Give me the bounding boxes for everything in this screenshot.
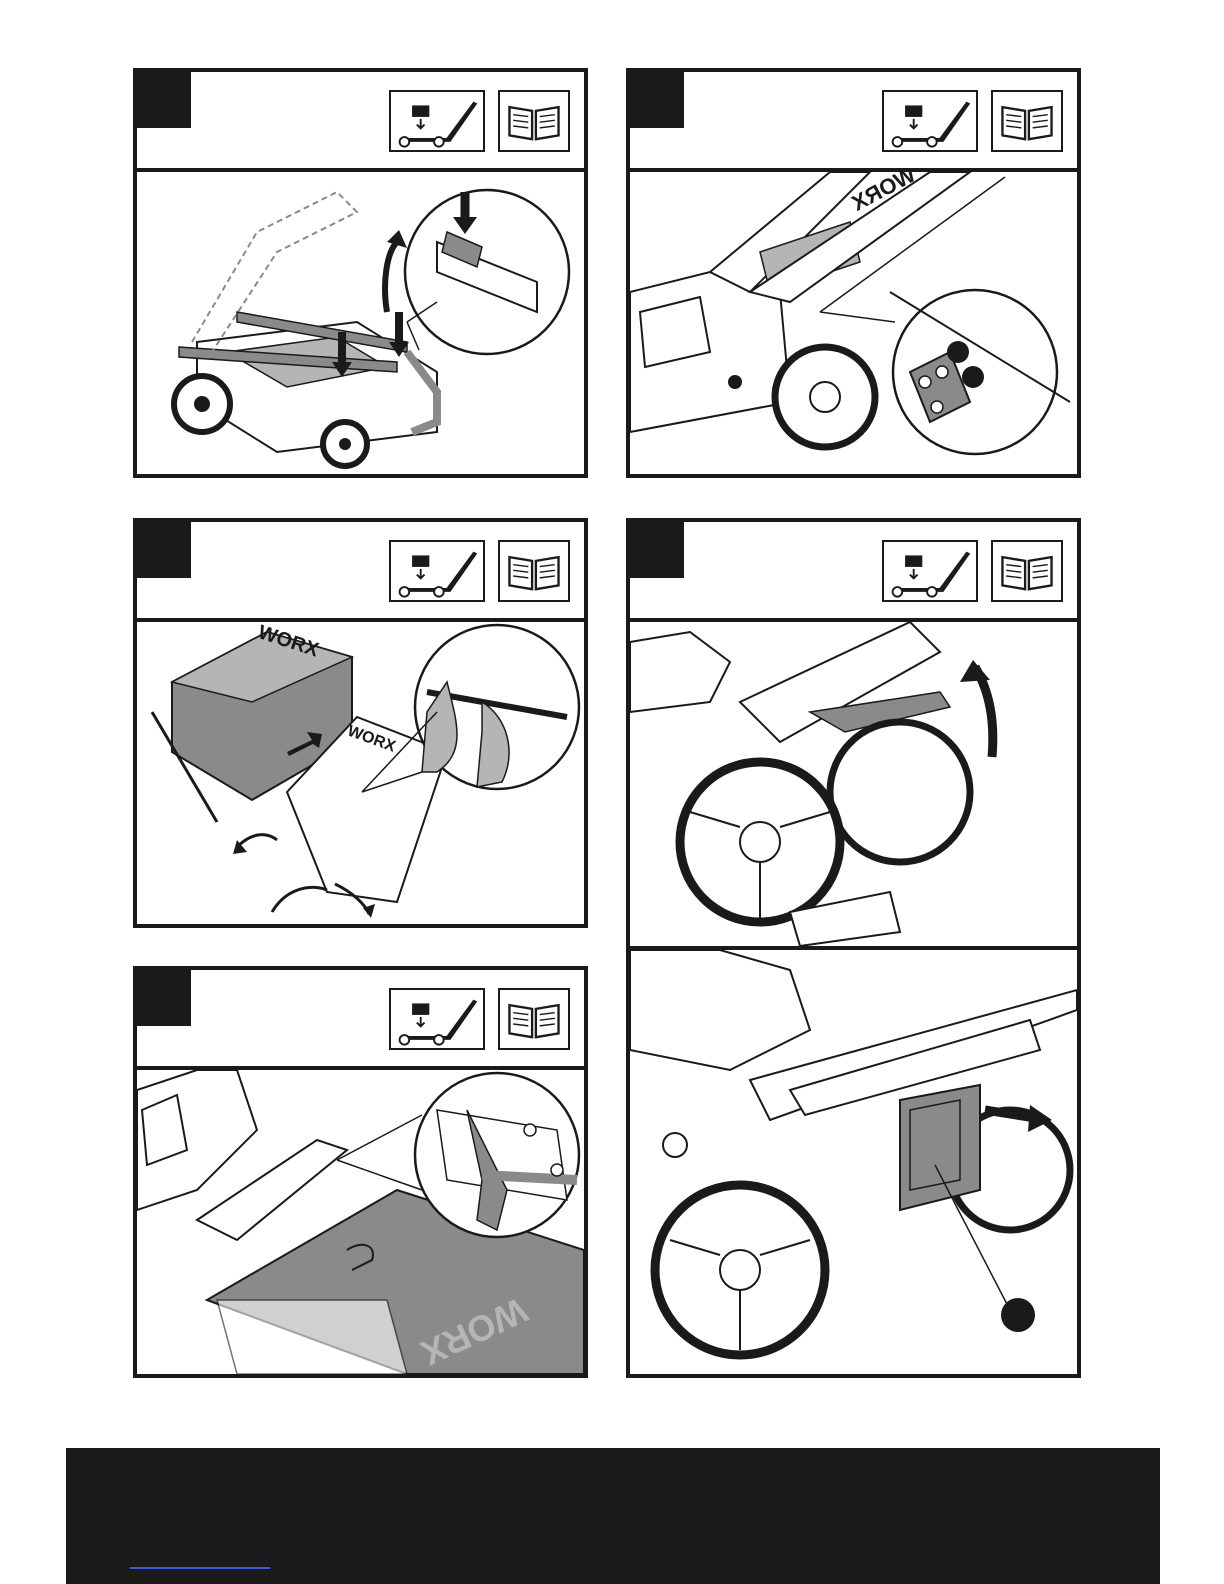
step-illustration: WORX WORX	[137, 622, 584, 924]
step-panel-handle-height: WORX	[626, 68, 1081, 478]
step-illustration: WORX	[630, 172, 1077, 474]
step-header	[137, 522, 584, 622]
footer-band	[66, 1448, 1160, 1584]
step-panel-grass-bag-fit: WORX	[133, 966, 588, 1378]
mower-assembly-icon	[389, 988, 485, 1050]
mower-assembly-icon	[389, 540, 485, 602]
step-header	[137, 72, 584, 172]
step-illustration: WORX	[137, 1070, 584, 1374]
step-number-block	[630, 522, 684, 578]
read-manual-icon	[991, 90, 1063, 152]
step-panel-grass-bag-assembly: WORX WORX	[133, 518, 588, 928]
step-number-block	[137, 522, 191, 578]
step-number-block	[137, 72, 191, 128]
step-panel-side-discharge-flap	[626, 518, 1081, 1378]
step-number-block	[137, 970, 191, 1026]
read-manual-icon	[498, 90, 570, 152]
mower-assembly-icon	[882, 540, 978, 602]
read-manual-icon	[498, 988, 570, 1050]
step-header	[630, 522, 1077, 622]
callout-marker	[1001, 1298, 1035, 1332]
mower-assembly-icon	[882, 90, 978, 152]
read-manual-icon	[498, 540, 570, 602]
step-header	[137, 970, 584, 1070]
step-illustration	[630, 622, 1077, 1374]
step-number-block	[630, 72, 684, 128]
footer-link-underline[interactable]	[130, 1567, 270, 1569]
step-illustration	[137, 172, 584, 474]
read-manual-icon	[991, 540, 1063, 602]
step-header	[630, 72, 1077, 172]
mower-assembly-icon	[389, 90, 485, 152]
step-panel-handle-unfold	[133, 68, 588, 478]
